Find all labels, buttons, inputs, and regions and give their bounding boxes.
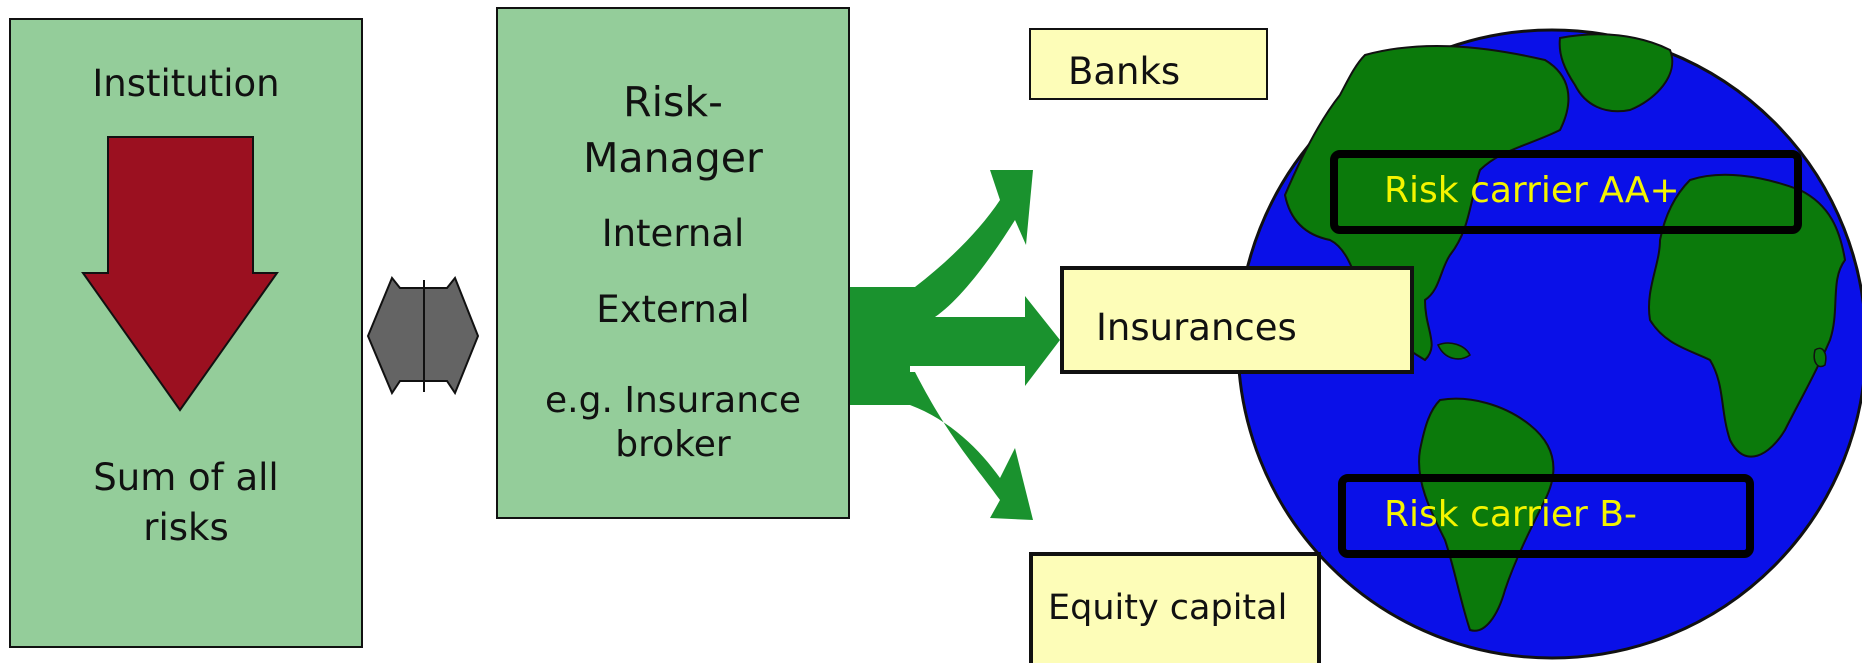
branch-arrow-icon [850, 170, 1060, 520]
example-line2: broker [615, 424, 731, 465]
insurances-box [1060, 266, 1414, 374]
example-line1: e.g. Insurance [545, 380, 801, 421]
banks-box [1029, 28, 1268, 100]
risk-manager-title-line2: Manager [583, 134, 763, 182]
sum-of-risks-line2: risks [143, 506, 229, 549]
risk-manager-title-line1: Risk- [623, 78, 723, 126]
risk-carrier-bottom-frame [1338, 474, 1754, 558]
equity-capital-box [1029, 552, 1321, 663]
risk-carrier-top-label: Risk carrier AA+ [1384, 170, 1680, 211]
external-label: External [596, 288, 750, 331]
equity-capital-label: Equity capital [1048, 588, 1288, 628]
sum-of-risks-line1: Sum of all [93, 456, 279, 499]
double-arrow-icon [366, 276, 480, 396]
insurances-label: Insurances [1096, 306, 1297, 349]
risk-carrier-bottom-label: Risk carrier B- [1384, 494, 1637, 535]
risk-carrier-top-frame [1330, 150, 1802, 234]
institution-title: Institution [92, 62, 280, 105]
risk-manager-box [496, 7, 850, 519]
banks-label: Banks [1068, 50, 1181, 93]
internal-label: Internal [601, 212, 745, 255]
down-arrow-icon [81, 136, 279, 412]
globe-icon [1236, 28, 1862, 660]
